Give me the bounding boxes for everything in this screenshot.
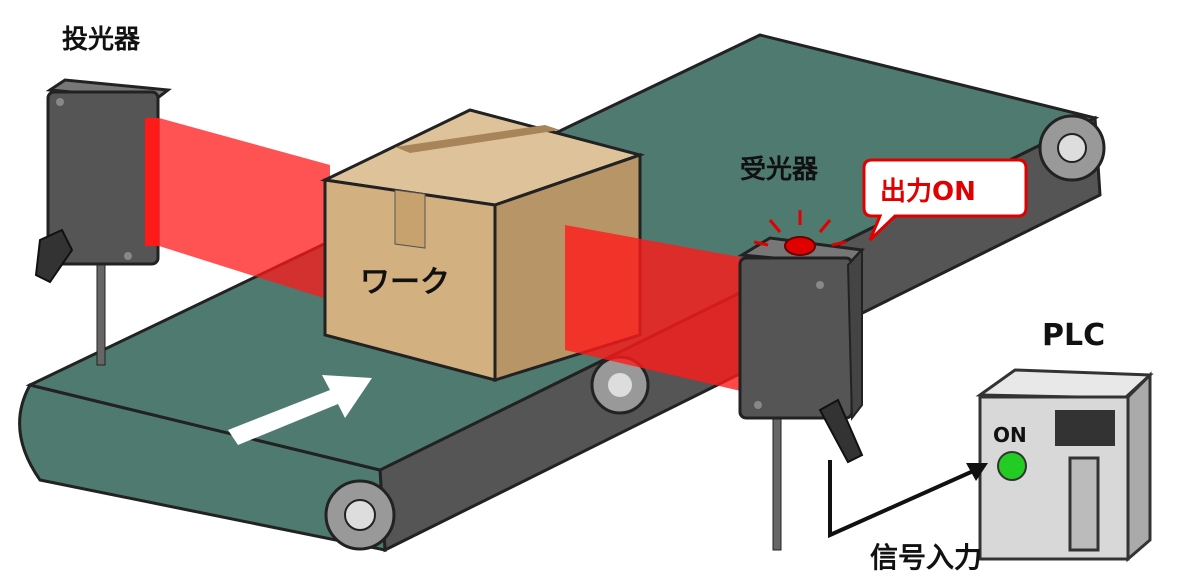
direction-arrow-icon (228, 375, 372, 445)
plc-on-led (997, 451, 1027, 481)
arrow-head-icon (966, 463, 988, 481)
output-on-callout: 出力ON (862, 158, 1028, 242)
emitter-label: 投光器 (62, 25, 141, 55)
plc-on-label: ON (993, 423, 1027, 447)
indicator-led (784, 236, 816, 256)
receiver-label: 受光器 (740, 154, 819, 185)
light-beam (565, 225, 745, 392)
workpiece-box: ワーク (319, 108, 646, 383)
light-rays-icon (753, 210, 847, 247)
plc-unit: ON (975, 368, 1154, 563)
receiver-sensor (737, 210, 866, 464)
signal-input-label: 信号入力 (870, 541, 982, 574)
plc-label: PLC (1042, 318, 1105, 353)
workpiece-label: ワーク (360, 265, 450, 300)
light-beam (159, 118, 330, 300)
emitter-sensor (34, 78, 172, 284)
signal-line (828, 460, 981, 539)
output-on-label: 出力ON (880, 177, 976, 207)
